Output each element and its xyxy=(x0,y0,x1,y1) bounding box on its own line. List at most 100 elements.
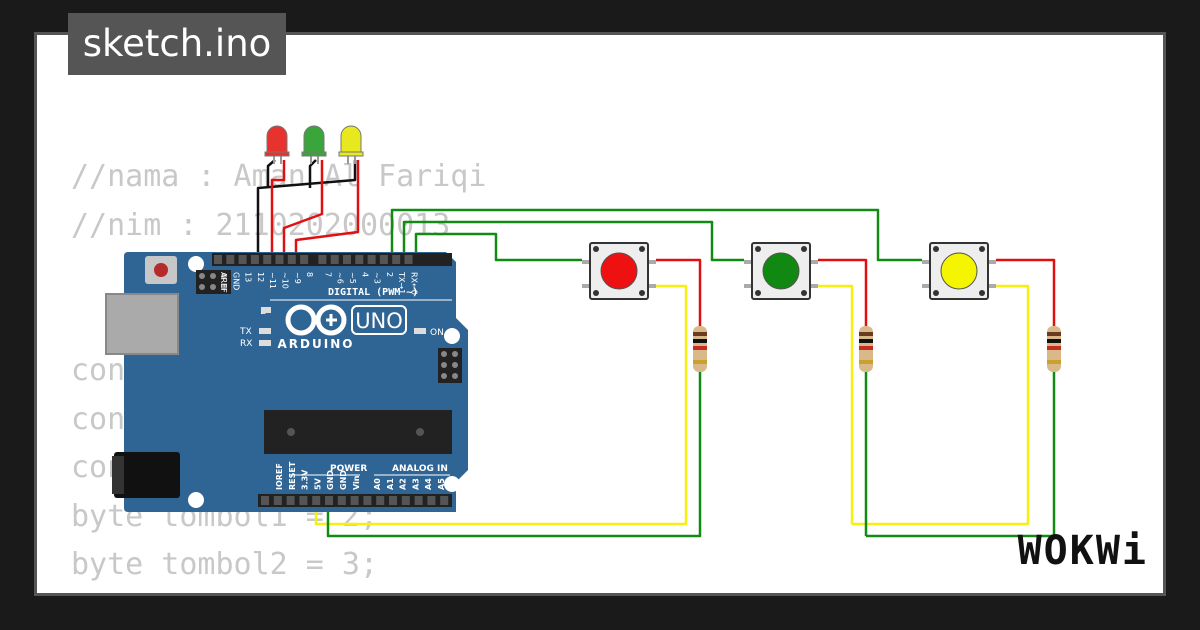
tx-led xyxy=(259,328,271,334)
pin-label: ~5 xyxy=(348,272,357,284)
header-pin xyxy=(286,496,295,505)
power-jack xyxy=(114,452,180,498)
header-pin xyxy=(250,255,259,264)
icsp-pin xyxy=(441,351,447,357)
led-rim xyxy=(301,151,327,157)
pin-label: ~9 xyxy=(293,272,302,284)
button-cap[interactable] xyxy=(762,252,800,290)
resistor xyxy=(859,326,873,372)
header-pin xyxy=(376,496,385,505)
pin-label: A1 xyxy=(386,478,395,490)
header-pin xyxy=(401,496,410,505)
code-line: //nim : 2110202000013 xyxy=(71,207,451,243)
header-pin xyxy=(389,496,397,505)
button-corner xyxy=(933,246,939,252)
button-corner xyxy=(801,246,807,252)
led-green xyxy=(301,125,327,164)
header-pin xyxy=(318,255,327,264)
pin-label: ~6 xyxy=(336,272,345,284)
digital-header xyxy=(212,253,452,266)
reset-button-cap[interactable] xyxy=(154,263,168,277)
icsp-pin xyxy=(452,351,458,357)
wires xyxy=(256,159,1056,538)
header-pin xyxy=(379,255,388,264)
l-led xyxy=(261,307,271,313)
icsp-pin xyxy=(199,284,205,290)
header-pin xyxy=(299,496,308,505)
wire-power xyxy=(818,284,854,524)
wire-power xyxy=(314,284,688,526)
code-line: byte tombol2 = 3; xyxy=(71,547,379,582)
pin-label: A5 xyxy=(437,478,446,490)
icsp-header xyxy=(196,270,231,294)
header-pin xyxy=(300,255,309,264)
wire-signal xyxy=(656,258,702,330)
button-corner xyxy=(933,290,939,296)
icsp-pin xyxy=(221,284,227,290)
chip-notch xyxy=(287,428,295,436)
digital-label: DIGITAL (PWM ~) xyxy=(328,287,418,298)
pin-label: A3 xyxy=(411,478,420,490)
led-body xyxy=(266,125,288,155)
led-red xyxy=(264,125,290,164)
power-jack-rim xyxy=(112,456,124,494)
header-pin xyxy=(367,255,376,264)
header-pin xyxy=(414,496,423,505)
wire-gnd-return xyxy=(866,372,1056,538)
pin-label: Vin xyxy=(352,475,361,490)
pin-label: A0 xyxy=(373,478,382,490)
resistor-band xyxy=(1047,360,1061,364)
button-corner xyxy=(801,290,807,296)
header-pin xyxy=(392,255,401,264)
wokwi-logo: WOKWi xyxy=(1017,528,1148,574)
button-leg xyxy=(582,284,590,288)
pushbutton-yellow[interactable] xyxy=(922,242,996,300)
header-pin xyxy=(330,255,339,264)
button-leg xyxy=(988,284,996,288)
button-leg xyxy=(988,260,996,264)
button-leg xyxy=(810,284,818,288)
wire-signal xyxy=(818,258,868,330)
header-pin xyxy=(337,496,346,505)
wire-signal xyxy=(996,258,1056,330)
pin-label: ~3 xyxy=(373,272,382,284)
pin-label: 8 xyxy=(305,272,314,277)
model-label: UNO xyxy=(355,309,403,333)
on-led xyxy=(414,328,426,334)
pushbutton-red[interactable] xyxy=(582,242,656,300)
pin-label: 12 xyxy=(256,272,265,282)
chip-notch xyxy=(416,428,424,436)
mount-hole xyxy=(188,256,204,272)
resistor-band xyxy=(1047,332,1061,336)
header-pin xyxy=(273,496,282,505)
rx-label: RX xyxy=(240,339,252,349)
header-pin xyxy=(214,255,222,264)
header-pin xyxy=(363,496,372,505)
power-label: POWER xyxy=(330,464,367,474)
resistor-band xyxy=(859,332,873,336)
pushbutton-green[interactable] xyxy=(744,242,818,300)
icsp-pin xyxy=(441,362,447,368)
mount-hole xyxy=(444,476,460,492)
wire-gnd-return xyxy=(326,372,702,538)
rx-led xyxy=(259,340,271,346)
pin-label: 7 xyxy=(323,272,332,277)
pin-label: 2 xyxy=(385,272,394,277)
wire-input xyxy=(402,220,744,262)
header-pin xyxy=(343,255,351,264)
button-corner xyxy=(593,290,599,296)
resistor-band xyxy=(1047,346,1061,350)
led-body xyxy=(340,125,362,155)
tx-label: TX xyxy=(239,327,252,337)
button-cap[interactable] xyxy=(940,252,978,290)
button-leg xyxy=(648,284,656,288)
header-pin xyxy=(261,496,269,505)
button-corner xyxy=(639,246,645,252)
wire-signal xyxy=(294,160,360,256)
icsp-pin xyxy=(221,273,227,279)
button-corner xyxy=(755,290,761,296)
button-cap[interactable] xyxy=(600,252,638,290)
uno-badge xyxy=(351,305,407,335)
